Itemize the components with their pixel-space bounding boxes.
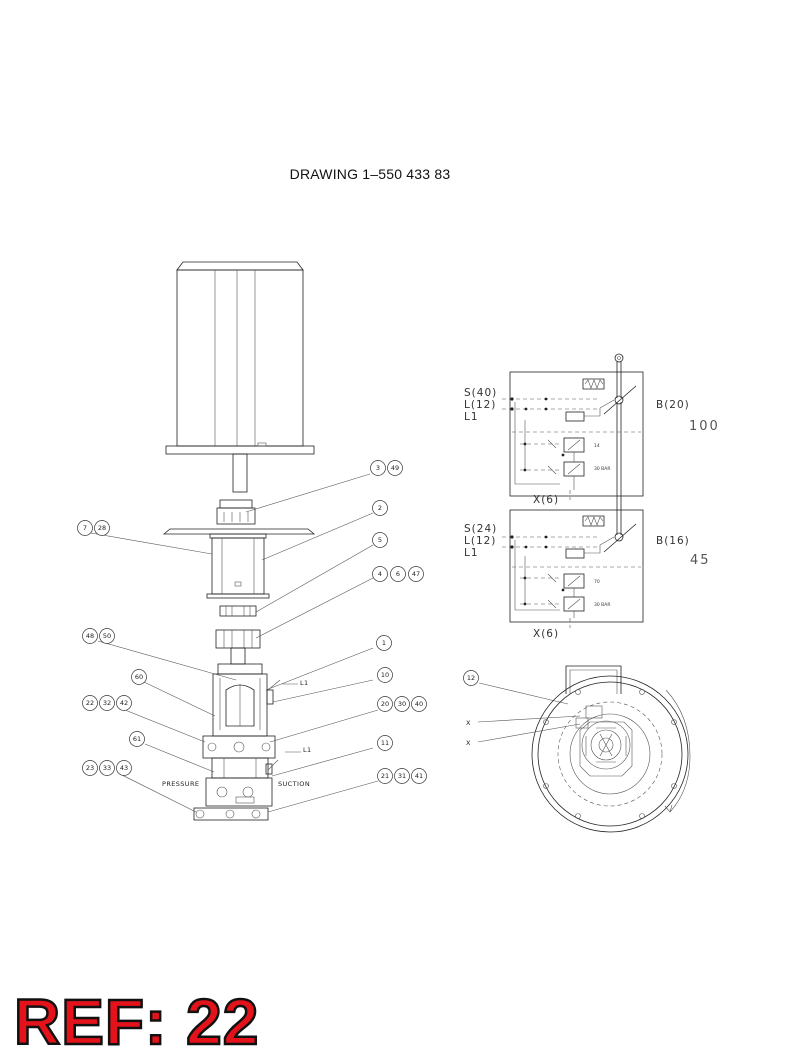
- hydraulic-pump: [193, 663, 281, 821]
- callout-10: 10: [377, 667, 393, 683]
- callout-32: 32: [99, 695, 115, 711]
- callout-4: 4: [372, 566, 388, 582]
- svg-text:33: 33: [103, 764, 111, 772]
- schematic-bottom-l: L(12): [464, 535, 496, 547]
- schematic-top-l: L(12): [464, 399, 496, 411]
- svg-text:49: 49: [391, 464, 399, 472]
- callout-60: 60: [131, 669, 147, 685]
- schematic-top-value: 100: [689, 419, 720, 434]
- svg-text:48: 48: [86, 632, 94, 640]
- callout-11: 11: [377, 735, 393, 751]
- callout-28: 28: [94, 520, 110, 536]
- callout-47: 47: [408, 566, 424, 582]
- plan-view-x-bottom: X: [466, 739, 471, 747]
- ref-label: REF: 22: [13, 985, 260, 1059]
- svg-text:40: 40: [415, 700, 423, 708]
- schematic-top-setting-2: 30 BAR: [594, 466, 610, 472]
- plan-view-x-top: X: [466, 719, 471, 727]
- svg-text:7: 7: [83, 524, 87, 532]
- callout-41: 41: [411, 768, 427, 784]
- schematic-bottom-value: 45: [690, 553, 711, 568]
- callout-3: 3: [370, 460, 386, 476]
- callout-49: 49: [387, 460, 403, 476]
- svg-text:10: 10: [381, 671, 389, 679]
- callout-22: 22: [82, 695, 98, 711]
- svg-text:20: 20: [381, 700, 389, 708]
- svg-text:50: 50: [103, 632, 111, 640]
- svg-text:11: 11: [381, 739, 389, 747]
- svg-text:2: 2: [378, 504, 382, 512]
- callout-33: 33: [99, 760, 115, 776]
- coupling-assembly: [162, 499, 316, 665]
- schematic-block-top: 14 30 BAR: [502, 371, 644, 500]
- svg-text:4: 4: [378, 570, 382, 578]
- schematic-bottom-x: X(6): [533, 628, 559, 640]
- callout-30: 30: [394, 696, 410, 712]
- schematic-bottom-s: S(24): [464, 523, 497, 535]
- svg-text:31: 31: [398, 772, 406, 780]
- svg-text:23: 23: [86, 764, 94, 772]
- label-pressure: PRESSURE: [162, 780, 199, 788]
- pump-plan-view: [477, 665, 691, 833]
- svg-text:21: 21: [381, 772, 389, 780]
- label-l1-lower: L1: [303, 746, 312, 754]
- svg-text:42: 42: [120, 699, 128, 707]
- schematic-block-bottom: 70 30 BAR: [502, 509, 644, 628]
- callout-7: 7: [77, 520, 93, 536]
- schematic-top-s: S(40): [464, 387, 497, 399]
- svg-text:6: 6: [396, 570, 400, 578]
- schematic-bottom-b: B(16): [656, 535, 690, 547]
- schematic-bottom-l1: L1: [464, 547, 479, 559]
- leader-lines: [84, 473, 569, 813]
- svg-text:5: 5: [378, 536, 382, 544]
- svg-text:30: 30: [398, 700, 406, 708]
- label-l1-upper: L1: [300, 679, 309, 687]
- hydraulic-schematic: 14 30 BAR S(40) L(12) L1 B(20) X(6) 100: [464, 353, 720, 640]
- schematic-top-l1: L1: [464, 411, 479, 423]
- callout-5: 5: [372, 532, 388, 548]
- svg-text:22: 22: [86, 699, 94, 707]
- svg-text:12: 12: [467, 674, 475, 682]
- electric-motor: [165, 261, 315, 493]
- callout-23: 23: [82, 760, 98, 776]
- svg-text:32: 32: [103, 699, 111, 707]
- callout-1: 1: [376, 635, 392, 651]
- schematic-bottom-setting-1: 70: [594, 579, 600, 585]
- schematic-top-b: B(20): [656, 399, 690, 411]
- svg-text:43: 43: [120, 764, 128, 772]
- callout-50: 50: [99, 628, 115, 644]
- svg-text:41: 41: [415, 772, 423, 780]
- schematic-bottom-setting-2: 30 BAR: [594, 602, 610, 608]
- callout-61: 61: [129, 731, 145, 747]
- callout-42: 42: [116, 695, 132, 711]
- callout-6: 6: [390, 566, 406, 582]
- label-suction: SUCTION: [278, 780, 310, 788]
- svg-text:47: 47: [412, 570, 420, 578]
- callout-43: 43: [116, 760, 132, 776]
- callout-21: 21: [377, 768, 393, 784]
- callout-40: 40: [411, 696, 427, 712]
- callout-20: 20: [377, 696, 393, 712]
- callout-48: 48: [82, 628, 98, 644]
- svg-text:1: 1: [382, 639, 386, 647]
- callout-31: 31: [394, 768, 410, 784]
- drawing-title: DRAWING 1–550 433 83: [289, 166, 451, 182]
- svg-text:61: 61: [133, 735, 141, 743]
- callout-2: 2: [372, 500, 388, 516]
- svg-text:60: 60: [135, 673, 143, 681]
- schematic-top-x: X(6): [533, 494, 559, 506]
- svg-text:3: 3: [376, 464, 380, 472]
- svg-text:28: 28: [98, 524, 106, 532]
- schematic-top-setting-1: 14: [594, 443, 600, 449]
- callout-12: 12: [463, 670, 479, 686]
